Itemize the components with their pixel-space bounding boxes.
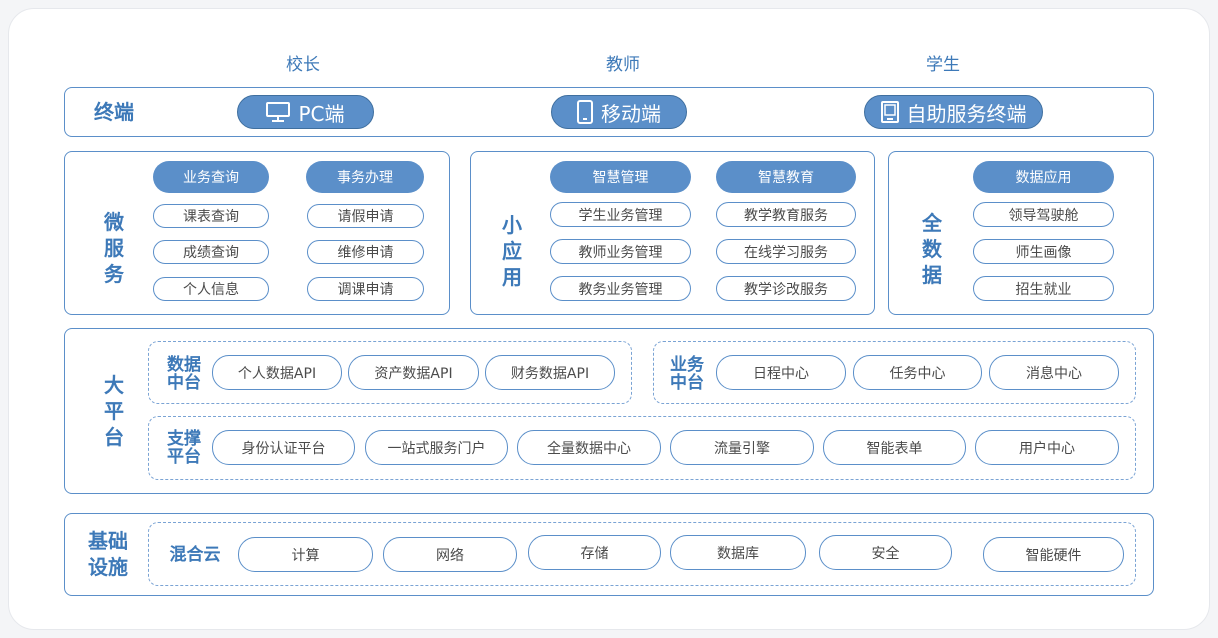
support-item: 流量引擎 bbox=[670, 430, 814, 465]
data-center-title: 数据中台 bbox=[167, 355, 201, 393]
mini-item: 教务业务管理 bbox=[550, 276, 691, 301]
support-item: 用户中心 bbox=[975, 430, 1119, 465]
data-app-item: 招生就业 bbox=[973, 276, 1114, 301]
biz-query-header: 业务查询 bbox=[153, 161, 269, 193]
mobile-terminal-label: 移动端 bbox=[601, 101, 661, 126]
user-label-principal: 校长 bbox=[286, 55, 320, 75]
support-item: 身份认证平台 bbox=[212, 430, 355, 465]
support-platform-title: 支撑平台 bbox=[167, 429, 201, 467]
pc-terminal-pill: PC端 bbox=[237, 95, 374, 129]
hybrid-cloud-group bbox=[148, 522, 1136, 586]
mini-item: 教学诊改服务 bbox=[716, 276, 856, 301]
biz-center-item: 日程中心 bbox=[716, 355, 846, 390]
smart-mgmt-header: 智慧管理 bbox=[550, 161, 691, 193]
micro-item: 成绩查询 bbox=[153, 240, 269, 264]
data-center-item: 财务数据API bbox=[485, 355, 615, 390]
phone-icon bbox=[577, 100, 593, 124]
mobile-terminal-pill: 移动端 bbox=[551, 95, 687, 129]
micro-item: 个人信息 bbox=[153, 277, 269, 301]
smart-edu-header: 智慧教育 bbox=[716, 161, 856, 193]
monitor-icon bbox=[266, 102, 291, 122]
data-app-item: 师生画像 bbox=[973, 239, 1114, 264]
data-center-group bbox=[148, 341, 632, 404]
cloud-item: 安全 bbox=[819, 535, 952, 570]
cloud-item: 数据库 bbox=[670, 535, 806, 570]
full-data-title: 全数据 bbox=[922, 211, 942, 287]
micro-service-title: 微服务 bbox=[104, 210, 124, 286]
data-app-item: 领导驾驶舱 bbox=[973, 202, 1114, 227]
infrastructure-title: 基础设施 bbox=[88, 529, 128, 579]
user-label-student: 学生 bbox=[926, 55, 960, 75]
user-label-teacher: 教师 bbox=[606, 55, 640, 75]
biz-center-item: 任务中心 bbox=[853, 355, 982, 390]
mini-item: 教学教育服务 bbox=[716, 202, 856, 227]
micro-item: 维修申请 bbox=[307, 240, 424, 264]
mini-app-title: 小应用 bbox=[502, 213, 522, 289]
support-item: 全量数据中心 bbox=[517, 430, 661, 465]
cloud-item: 智能硬件 bbox=[983, 537, 1124, 572]
kiosk-icon bbox=[880, 101, 899, 123]
cloud-item: 网络 bbox=[383, 537, 517, 572]
cloud-item: 计算 bbox=[238, 537, 373, 572]
micro-item: 请假申请 bbox=[307, 204, 424, 228]
mini-item: 教师业务管理 bbox=[550, 239, 691, 264]
biz-center-item: 消息中心 bbox=[989, 355, 1119, 390]
support-item: 一站式服务门户 bbox=[365, 430, 508, 465]
data-center-item: 资产数据API bbox=[348, 355, 479, 390]
kiosk-terminal-label: 自助服务终端 bbox=[906, 101, 1027, 126]
support-platform-group bbox=[148, 416, 1136, 480]
mini-item: 在线学习服务 bbox=[716, 239, 856, 264]
micro-item: 调课申请 bbox=[307, 277, 424, 301]
pc-terminal-label: PC端 bbox=[298, 101, 345, 126]
biz-center-title: 业务中台 bbox=[670, 355, 704, 393]
hybrid-cloud-title: 混合云 bbox=[169, 545, 221, 565]
mini-item: 学生业务管理 bbox=[550, 202, 691, 227]
cloud-item: 存储 bbox=[528, 535, 661, 570]
kiosk-terminal-pill: 自助服务终端 bbox=[864, 95, 1043, 129]
biz-center-group bbox=[653, 341, 1136, 404]
data-center-item: 个人数据API bbox=[212, 355, 342, 390]
affairs-header: 事务办理 bbox=[306, 161, 424, 193]
micro-item: 课表查询 bbox=[153, 204, 269, 228]
support-item: 智能表单 bbox=[823, 430, 966, 465]
platform-title: 大平台 bbox=[104, 373, 124, 449]
data-app-header: 数据应用 bbox=[973, 161, 1114, 193]
terminal-title: 终端 bbox=[94, 100, 134, 124]
